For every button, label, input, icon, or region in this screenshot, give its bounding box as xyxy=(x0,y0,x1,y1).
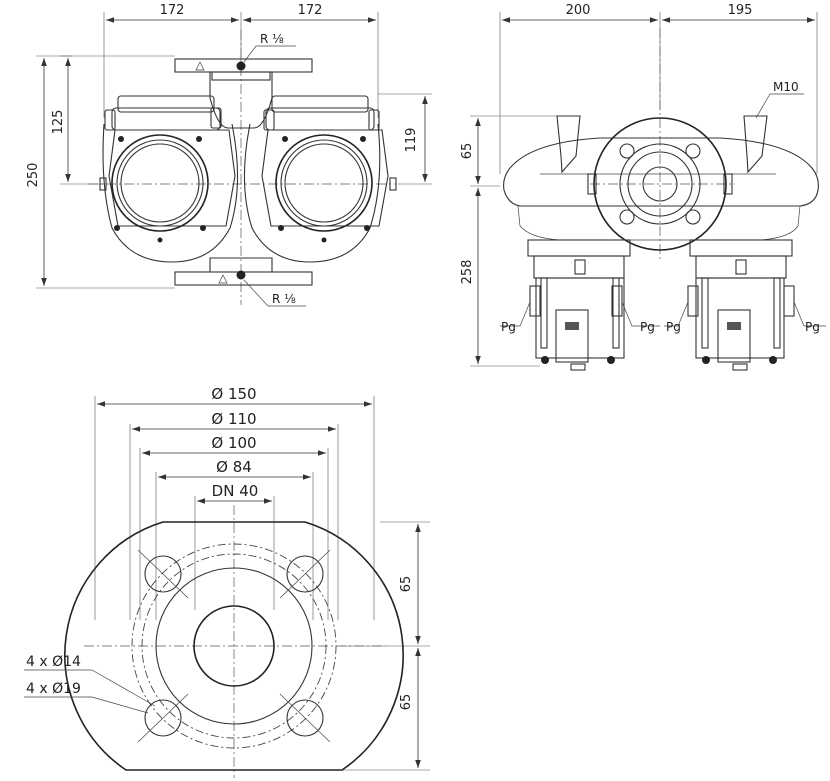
side-gland-label-4: Pg xyxy=(805,320,820,334)
side-gland-label-1: Pg xyxy=(501,320,516,334)
side-height-upper-label: 65 xyxy=(460,143,475,160)
side-dimensions: 200 195 65 258 xyxy=(460,3,818,367)
side-width-left-label: 200 xyxy=(566,3,591,18)
flange-dia-bolt-outer-label: Ø 110 xyxy=(211,410,256,428)
front-right-pump xyxy=(243,95,397,263)
flange-outline xyxy=(64,521,404,771)
front-left-pump xyxy=(99,95,239,263)
side-flange xyxy=(593,117,727,251)
flange-holes-small-label: 4 x Ø14 xyxy=(26,654,81,670)
front-height-right-label: 119 xyxy=(404,128,419,153)
front-bottom-flange xyxy=(174,257,313,286)
front-top-flange xyxy=(174,58,313,129)
front-height-left-label: 125 xyxy=(51,110,66,135)
flange-nominal-diameter-label: DN 40 xyxy=(212,482,259,500)
side-left-motor xyxy=(527,239,631,371)
flange-dimensions: Ø 150 Ø 110 Ø 100 Ø 84 DN 40 65 65 xyxy=(94,385,430,771)
front-connection-bottom-label: R ⅛ xyxy=(272,292,296,306)
front-connection-top-label: R ⅛ xyxy=(260,32,284,46)
side-thread-label: M10 xyxy=(773,80,799,94)
vent-plug-top xyxy=(236,61,246,71)
flange-offset-upper-label: 65 xyxy=(399,576,414,593)
flange-bore xyxy=(193,605,275,687)
side-view: 200 195 65 258 M1 xyxy=(460,3,826,371)
front-width-left-label: 172 xyxy=(160,3,185,18)
flange-bolt-holes xyxy=(137,549,331,743)
flange-dia-bolt-circle-label: Ø 100 xyxy=(211,434,256,452)
front-dimensions: 172 172 250 125 119 xyxy=(26,3,432,289)
side-width-right-label: 195 xyxy=(728,3,753,18)
side-gland-label-3: Pg xyxy=(666,320,681,334)
front-total-height-label: 250 xyxy=(26,163,41,188)
flange-offset-lower-label: 65 xyxy=(399,694,414,711)
flange-dia-outer-label: Ø 150 xyxy=(211,385,256,403)
flange-dia-raised-face-label: Ø 84 xyxy=(216,458,252,476)
front-view: 172 172 250 125 119 xyxy=(26,3,432,307)
flange-holes-large-label: 4 x Ø19 xyxy=(26,681,81,697)
side-height-lower-label: 258 xyxy=(460,260,475,285)
side-right-motor xyxy=(687,239,795,371)
drain-plug-bottom xyxy=(236,270,246,280)
side-gland-label-2: Pg xyxy=(640,320,655,334)
front-width-right-label: 172 xyxy=(298,3,323,18)
side-housing xyxy=(503,137,819,207)
flange-view: Ø 150 Ø 110 Ø 100 Ø 84 DN 40 65 65 xyxy=(24,385,430,778)
